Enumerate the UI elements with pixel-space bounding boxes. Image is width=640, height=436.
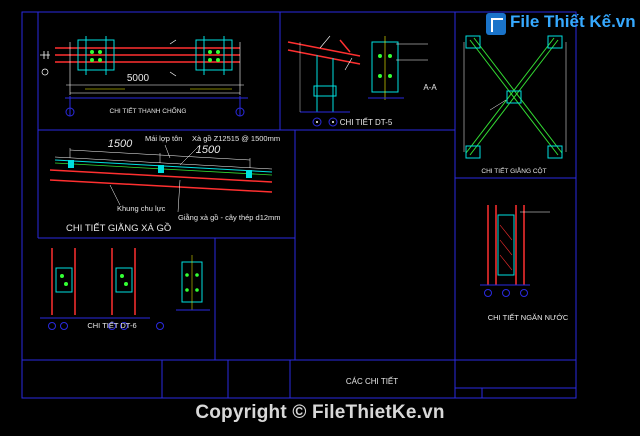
dt5-detail [287, 35, 428, 127]
document-icon [486, 13, 506, 35]
giang-xa-go-title: CHI TIẾT GIẰNG XÀ GỒ [66, 222, 171, 234]
dimension-5000: 5000 [127, 73, 150, 84]
ngan-nuoc-title: CHI TIẾT NGĂN NƯỚC [488, 312, 569, 322]
giang-cot-detail [463, 35, 567, 159]
dt6-title: CHI TIẾT DT-6 [87, 320, 136, 330]
mai-lop-ton-label: Mái lợp tôn [145, 134, 182, 143]
dimension-1500-a: 1500 [108, 138, 133, 150]
thanh-chong-detail [40, 36, 248, 117]
site-logo: File Thiết Kế.vn [486, 12, 636, 38]
logo-text: File Thiết Kế.vn [510, 12, 636, 31]
sheet-title: CÁC CHI TIẾT [346, 376, 398, 386]
copyright-watermark: Copyright © FileThietKe.vn [195, 402, 445, 423]
dt5-title: CHI TIẾT DT-5 [340, 117, 393, 127]
giang-xa-go-detail [49, 144, 273, 213]
giang-cot-title: CHI TIẾT GIẰNG CỘT [481, 165, 546, 175]
dt6-detail [40, 248, 210, 330]
dimension-1500-b: 1500 [196, 144, 221, 156]
ngan-nuoc-detail [480, 205, 550, 297]
section-a-a: A-A [423, 83, 437, 92]
khung-chu-luc-label: Khung chu lực [117, 204, 166, 213]
xa-go-label: Xà gồ Z12515 @ 1500mm [192, 134, 280, 143]
outer-frame [21, 11, 577, 399]
giang-xa-go-note: Giằng xà gồ - cây thép d12mm [178, 213, 281, 222]
thanh-chong-title: CHI TIẾT THANH CHỐNG [110, 105, 187, 115]
